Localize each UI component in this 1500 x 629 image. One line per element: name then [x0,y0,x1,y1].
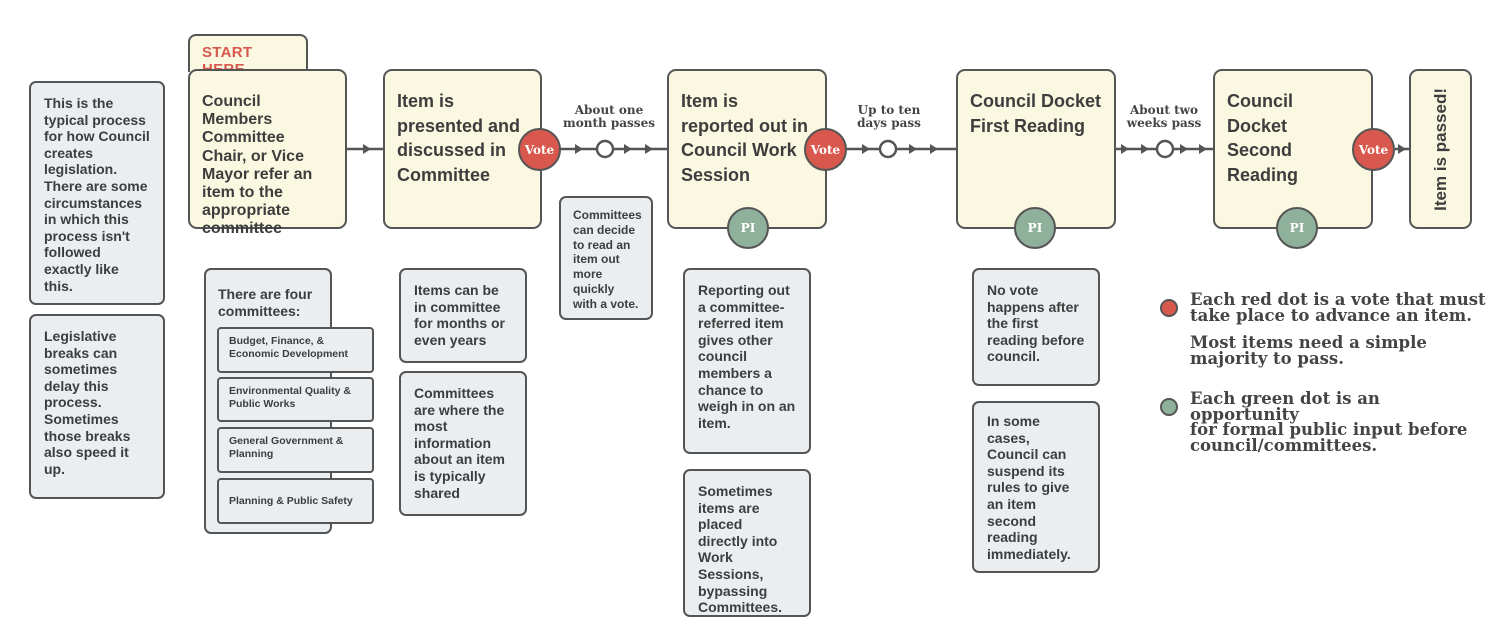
stage-first-reading: Council Docket First Reading [956,69,1116,229]
legend-line: for formal public input before [1190,420,1468,439]
pi-dot-work-session: PI [727,207,769,249]
legend-red-dot [1160,299,1178,317]
legend-line: Most items need a simple [1190,333,1427,352]
legend-red-text: Each red dot is a vote that must take pl… [1190,292,1490,323]
vote-dot-committee: Vote [518,128,561,171]
placed-directly-note: Sometimes items are placed directly into… [683,469,811,617]
suspend-rules-note: In some cases, Council can suspend its r… [972,401,1100,573]
reporting-out-note: Reporting out a committee-referred item … [683,268,811,454]
legend-green-text: Each green dot is an opportunity for for… [1190,389,1490,455]
committees-heading: There are four committees: [218,286,313,319]
gap-label-line: About two [1129,103,1199,117]
stage-item-passed: Item is passed! [1409,69,1472,229]
months-or-years-note: Items can be in committee for months or … [399,268,527,363]
pi-dot-second-reading: PI [1276,207,1318,249]
information-shared-note: Committees are where the most informatio… [399,371,527,516]
legend-line: Each green dot is an opportunity [1190,389,1380,424]
committee-budget-finance: Budget, Finance, & Economic Development [217,327,374,373]
vote-dot-second-reading: Vote [1352,128,1395,171]
pi-dot-first-reading: PI [1014,207,1056,249]
gap-label-one-month: About one month passes [560,104,658,130]
legend-line: council/committees. [1190,435,1378,455]
stage-committee-discussion: Item is presented and discussed in Commi… [383,69,542,229]
no-vote-note: No vote happens after the first reading … [972,268,1100,386]
gap-label-line: About one [574,103,644,117]
committee-planning-public-safety: Planning & Public Safety [217,478,374,524]
committee-environmental-quality: Environmental Quality & Public Works [217,377,374,422]
legend-line: Each red dot is a vote that must [1190,290,1486,309]
committee-general-government: General Government & Planning [217,427,374,473]
gap-label-line: month passes [563,116,655,130]
stage-work-session: Item is reported out in Council Work Ses… [667,69,827,229]
gap-label-two-weeks: About two weeks pass [1118,104,1210,130]
start-here-tab: START HERE [188,34,308,78]
read-out-quickly-note: Committees can decide to read an item ou… [559,196,653,320]
gap-label-line: Up to ten [857,103,921,117]
gap-label-line: weeks pass [1126,116,1202,130]
vote-dot-work-session: Vote [804,128,847,171]
gap-label-line: days pass [857,116,921,130]
legend-majority-text: Most items need a simple majority to pas… [1190,335,1490,366]
legend-line: majority to pass. [1190,348,1344,368]
item-passed-label: Item is passed! [1430,87,1450,211]
intro-note: This is the typical process for how Coun… [29,81,165,305]
legislative-breaks-note: Legislative breaks can sometimes delay t… [29,314,165,499]
stage-second-reading: Council Docket Second Reading [1213,69,1373,229]
legend-green-dot [1160,398,1178,416]
gap-label-ten-days: Up to ten days pass [846,104,932,130]
legend-line: take place to advance an item. [1190,305,1472,325]
stage-refer-to-committee: Council Members Committee Chair, or Vice… [188,69,347,237]
